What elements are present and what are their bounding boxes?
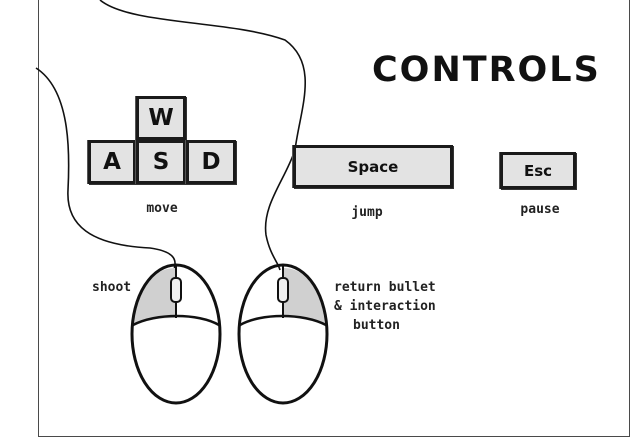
mouse-right-icon	[237, 263, 329, 405]
panel-frame	[38, 0, 630, 437]
left-mouse-cable	[35, 67, 176, 271]
mouse-right-button-highlight	[283, 268, 325, 325]
key-esc: Esc	[500, 152, 576, 189]
mouse-left-icon	[130, 263, 222, 405]
key-s: S	[136, 140, 186, 184]
move-caption: move	[146, 201, 178, 216]
right-mouse-cable	[99, 0, 306, 271]
key-a: A	[88, 140, 136, 184]
return-bullet-caption-line-1: return bullet	[334, 280, 436, 295]
key-space: Space	[293, 145, 453, 188]
return-bullet-caption-line-2: & interaction	[334, 299, 436, 314]
mouse-left-button-highlight	[134, 268, 176, 325]
return-bullet-caption-line-3: button	[353, 318, 400, 333]
key-d: D	[186, 140, 236, 184]
shoot-caption: shoot	[92, 280, 132, 295]
jump-caption: jump	[351, 205, 383, 220]
key-w: W	[136, 96, 186, 140]
pause-caption: pause	[520, 202, 560, 217]
page-title: CONTROLS	[372, 50, 601, 90]
